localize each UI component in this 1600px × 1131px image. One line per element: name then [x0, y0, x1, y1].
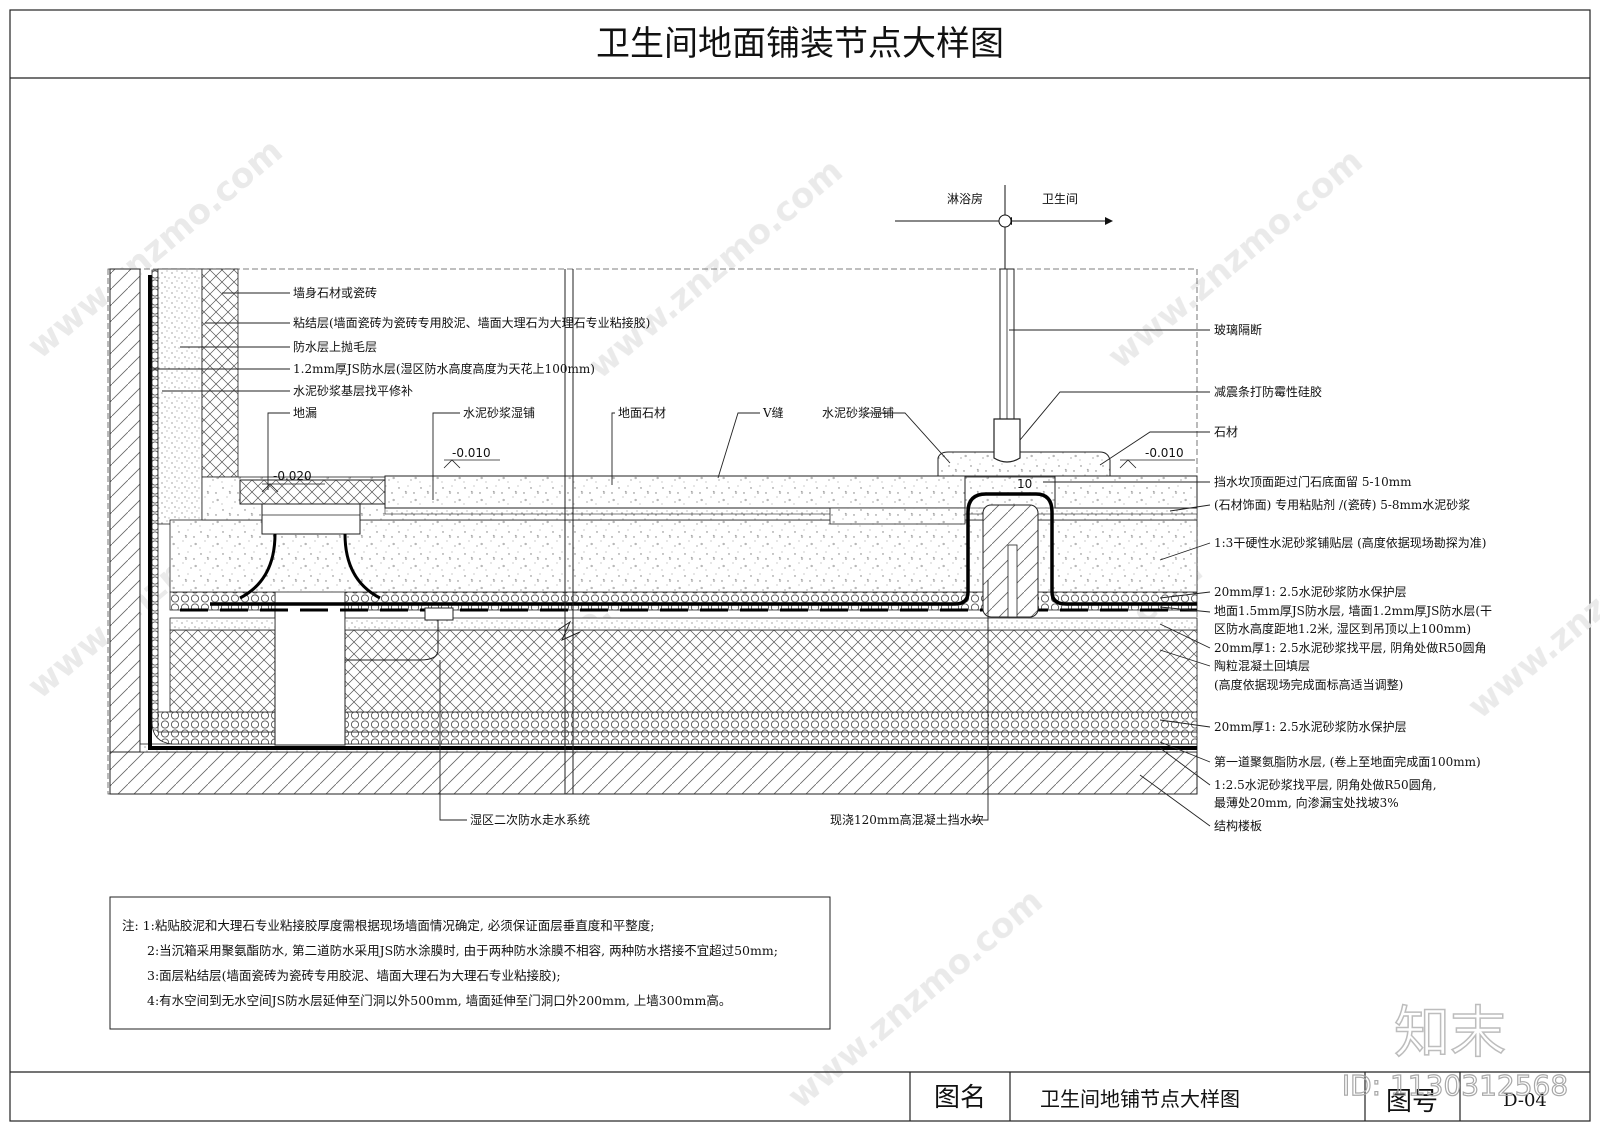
direction-left-label: 淋浴房	[947, 191, 983, 206]
title-block-name-value: 卫生间地铺节点大样图	[1040, 1087, 1240, 1111]
note-3: 3:面层粘结层(墙面瓷砖为瓷砖专用胶泥、墙面大理石为大理石专业粘接胶);	[147, 968, 561, 983]
bottom-labels: 湿区二次防水走水系统 现浇120mm高混凝土挡水坎	[470, 812, 984, 827]
title-block-name-label: 图名	[934, 1083, 986, 1113]
threshold-stone	[937, 451, 1111, 477]
label-structural-slab: 结构楼板	[1214, 818, 1262, 833]
label-bonding-layer: 粘结层(墙面瓷砖为瓷砖专用胶泥、墙面大理石为大理石专业粘接胶)	[293, 315, 650, 330]
protective-layer-upper	[344, 591, 1198, 611]
label-wall-finish: 墙身石材或瓷砖	[293, 285, 377, 300]
label-curb-gap: 挡水坎顶面距过门石底面留 5-10mm	[1214, 474, 1412, 489]
title-block: 图名 卫生间地铺节点大样图 图号 D-04	[10, 1071, 1590, 1121]
label-roughened-layer: 防水层上抛毛层	[293, 339, 377, 354]
label-js-floor-1: 地面1.5mm厚JS防水层, 墙面1.2mm厚JS防水层(干	[1214, 603, 1492, 618]
label-polyurethane: 第一道聚氨脂防水层, (卷上至地面完成面100mm)	[1214, 754, 1481, 769]
label-shock-strip: 减震条打防霉性硅胶	[1214, 384, 1322, 399]
label-mortar-wet-left: 水泥砂浆湿铺	[463, 405, 535, 420]
label-js-floor-2: 区防水高度距地1.2米, 湿区到吊顶以上100mm)	[1214, 621, 1471, 636]
label-ceramsite: 陶粒混凝土回填层	[1214, 658, 1310, 673]
label-leveling-layer: 20mm厚1: 2.5水泥砂浆找平层, 阴角处做R50圆角	[1214, 640, 1487, 655]
structural-slab	[109, 751, 1198, 795]
ceramsite-backfill	[344, 629, 1198, 713]
wall-labels: 墙身石材或瓷砖 粘结层(墙面瓷砖为瓷砖专用胶泥、墙面大理石为大理石专业粘接胶) …	[293, 285, 650, 398]
label-protect-layer-2: 20mm厚1: 2.5水泥砂浆防水保护层	[1214, 719, 1407, 734]
note-1: 注: 1:粘贴胶泥和大理石专业粘接胶厚度需根据现场墙面情况确定, 必须保证面层垂…	[122, 918, 655, 933]
watermark-id: ID: 1130312568	[1342, 1069, 1568, 1102]
level-drain: -0.020	[273, 469, 312, 483]
brand-logo-text: 知末	[1394, 1001, 1506, 1066]
label-floor-stone: 地面石材	[618, 406, 666, 420]
right-labels: 玻璃隔断 减震条打防霉性硅胶 石材 挡水坎顶面距过门石底面留 5-10mm (石…	[1214, 322, 1492, 833]
label-adhesive: (石材饰面) 专用粘贴剂 /(瓷砖) 5-8mm水泥砂浆	[1214, 497, 1470, 512]
level-floor-left: -0.010	[452, 446, 491, 460]
title-block-number-label: 图号	[1386, 1087, 1438, 1117]
level-floor-right: -0.010	[1145, 446, 1184, 460]
label-dry-mortar: 1:3干硬性水泥砂浆铺贴层 (高度依据现场勘探为准)	[1214, 535, 1487, 550]
drawing-title: 卫生间地面铺装节点大样图	[596, 24, 1004, 64]
label-protect-layer-1: 20mm厚1: 2.5水泥砂浆防水保护层	[1214, 584, 1407, 599]
wall-stone-tile	[201, 268, 239, 478]
direction-right-label: 卫生间	[1042, 192, 1078, 206]
label-mortar-wet-right: 水泥砂浆湿铺	[822, 405, 894, 420]
label-secondary-drain: 湿区二次防水走水系统	[470, 812, 590, 827]
structural-wall	[109, 268, 141, 753]
label-slope-2: 最薄处20mm, 向渗漏宝处找坡3%	[1214, 795, 1399, 810]
label-glass-partition: 玻璃隔断	[1214, 322, 1262, 337]
top-labels: 地漏 水泥砂浆湿铺 地面石材 V缝 水泥砂浆湿铺	[293, 405, 894, 420]
note-4: 4:有水空间到无水空间JS防水层延伸至门洞以外500mm, 墙面延伸至门洞口外2…	[147, 993, 731, 1008]
label-floor-drain: 地漏	[293, 406, 317, 420]
polyurethane-waterproof-layer	[148, 275, 1197, 750]
label-mortar-base: 水泥砂浆基层找平修补	[293, 383, 413, 398]
section-drawing: -0.010 -0.010 -0.020 10	[107, 268, 1198, 795]
notes-box: 注: 1:粘贴胶泥和大理石专业粘接胶厚度需根据现场墙面情况确定, 必须保证面层垂…	[109, 896, 831, 1030]
curb-gap-dimension: 10	[1017, 477, 1032, 491]
leader-lines	[150, 292, 1211, 827]
title-block-number-value: D-04	[1503, 1090, 1547, 1111]
label-stone: 石材	[1214, 425, 1238, 439]
sheet-frame	[9, 9, 1591, 1122]
direction-marker: 淋浴房 卫生间	[895, 185, 1113, 270]
watermark-text: www.znzmo.com	[1100, 141, 1370, 377]
js-waterproof-layer	[210, 492, 1197, 606]
label-ceramsite-note: (高度依据现场完成面标高适当调整)	[1214, 677, 1403, 692]
brand-watermark: 知末 ID: 1130312568	[1341, 1000, 1568, 1102]
floor-stone	[384, 475, 966, 509]
label-concrete-curb: 现浇120mm高混凝土挡水坎	[830, 812, 984, 827]
label-slope-1: 1:2.5水泥砂浆找平层, 阴角处做R50圆角,	[1214, 777, 1437, 792]
label-js-waterproof-wall: 1.2mm厚JS防水层(湿区防水高度高度为天花上100mm)	[293, 361, 595, 376]
wall-plaster	[157, 268, 203, 525]
label-v-joint: V缝	[762, 405, 784, 420]
shock-strip-silicone	[993, 418, 1021, 463]
note-2: 2:当沉箱采用聚氨酯防水, 第二道防水采用JS防水涂膜时, 由于两种防水涂膜不相…	[147, 943, 778, 958]
